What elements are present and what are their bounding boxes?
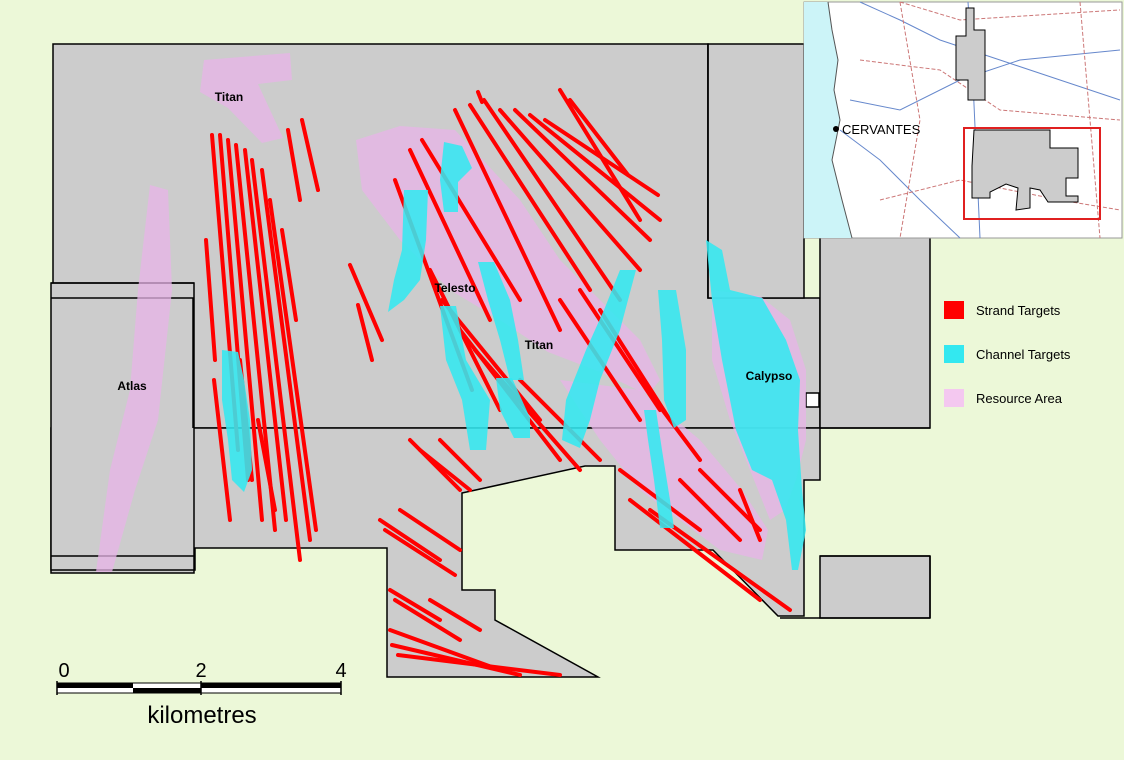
- scale-tick-4: 4: [335, 660, 346, 682]
- channel-target-central-b: [496, 378, 530, 438]
- channel-target-telesto-north: [440, 142, 472, 212]
- scale-tick-0: 0: [58, 660, 69, 682]
- channel-target-south: [644, 410, 674, 528]
- legend-swatch-resource: [944, 389, 964, 407]
- inset-town-label: CERVANTES: [842, 122, 921, 137]
- channel-target-titan: [478, 262, 524, 380]
- legend-swatch-strand: [944, 301, 964, 319]
- channel-target-calypso: [706, 240, 806, 570]
- label-titan-central: Titan: [525, 338, 553, 352]
- scale-tick-2: 2: [195, 660, 206, 682]
- legend-swatch-channel: [944, 345, 964, 363]
- legend-label-strand: Strand Targets: [976, 303, 1061, 318]
- tenement-north-east: [707, 43, 805, 299]
- channel-target-telesto-west: [388, 190, 428, 312]
- channel-targets: [222, 142, 806, 570]
- label-telesto: Telesto: [434, 281, 475, 295]
- tenement-south-east: [819, 555, 931, 619]
- label-calypso: Calypso: [746, 369, 793, 383]
- scale-segment-1: [57, 683, 133, 688]
- inset-ocean: [804, 2, 852, 238]
- scale-unit-label: kilometres: [147, 702, 256, 729]
- strand-targets: [204, 88, 792, 677]
- scale-segment-3: [201, 683, 341, 688]
- resource-area-atlas: [96, 185, 172, 572]
- inset-highlight-box: [963, 127, 1101, 220]
- channel-target-central-a: [440, 306, 490, 450]
- channel-target-central-d: [658, 290, 686, 428]
- resource-area-titan-north: [200, 53, 292, 143]
- tenement-east: [819, 233, 931, 429]
- town-marker-icon: [833, 126, 839, 132]
- inset-tenement-north: [955, 7, 986, 101]
- channel-target-west: [222, 350, 252, 492]
- legend-label-resource: Resource Area: [976, 391, 1063, 406]
- scale-bar: 0 2 4 kilometres: [56, 660, 347, 729]
- legend-label-channel: Channel Targets: [976, 347, 1071, 362]
- legend: Strand Targets Channel Targets Resource …: [944, 301, 1071, 407]
- scale-segment-2: [133, 688, 201, 693]
- inset-map: CERVANTES: [803, 1, 1123, 239]
- inset-coastline: [827, 1, 853, 239]
- inset-tenement-south: [971, 129, 1079, 211]
- label-atlas: Atlas: [117, 379, 147, 393]
- label-titan-north: Titan: [215, 90, 243, 104]
- channel-target-central-c: [562, 270, 636, 448]
